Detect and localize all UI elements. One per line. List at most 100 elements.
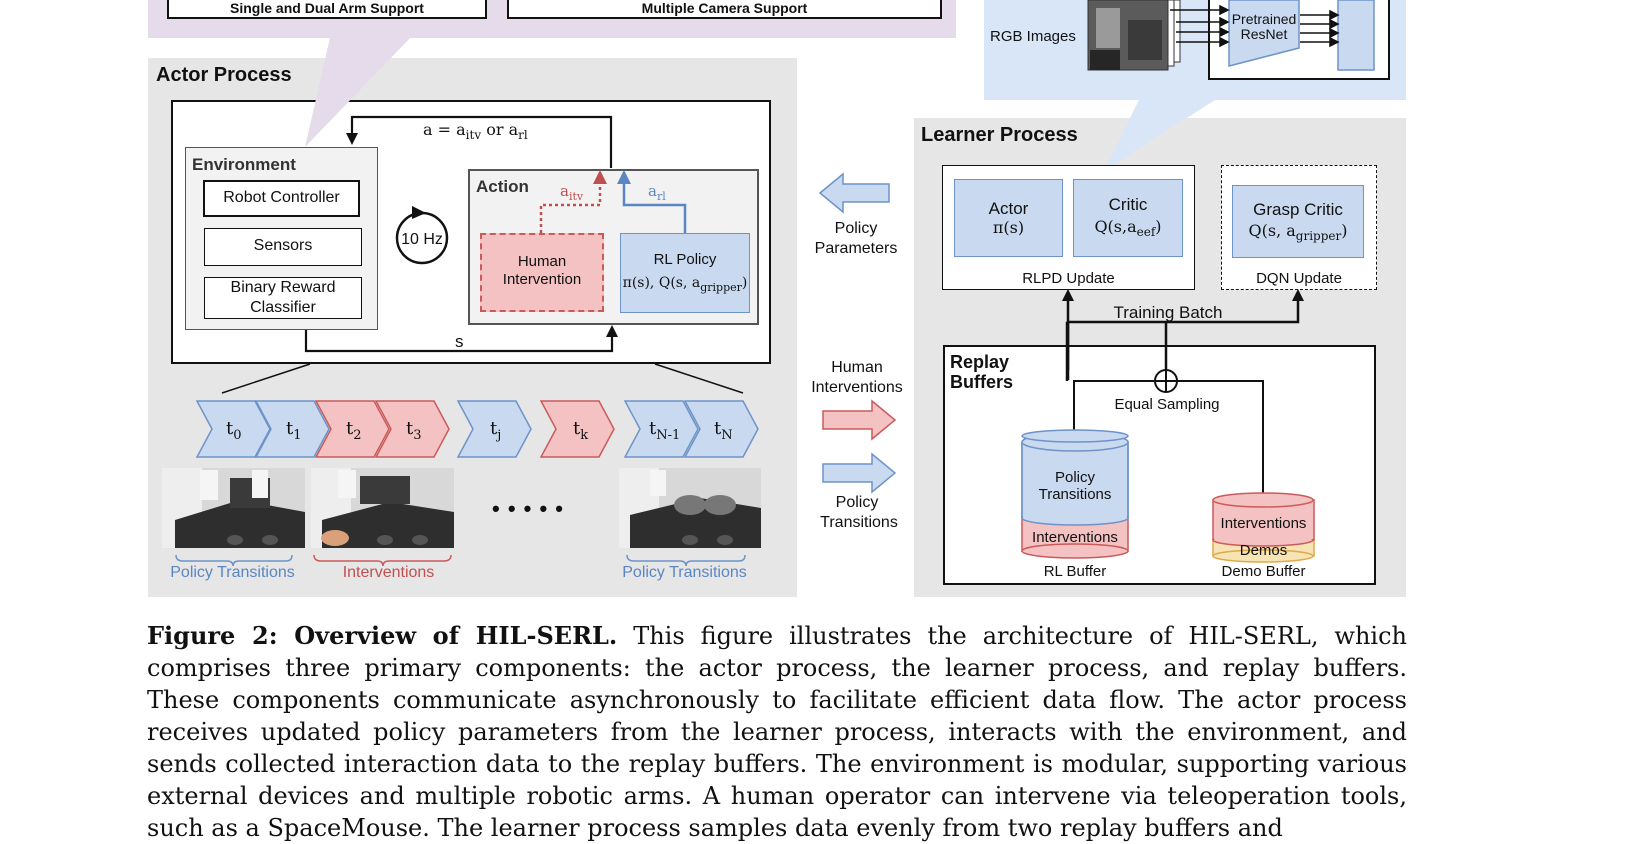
t0-sub: 0 xyxy=(233,428,242,443)
ellipsis: • • • • • xyxy=(492,496,564,521)
critic-network-box xyxy=(1073,179,1183,257)
human-interventions-line1: Human xyxy=(831,359,883,376)
state-label: s xyxy=(455,332,464,351)
critic-formula-sub: eef xyxy=(1136,225,1156,239)
reward-classifier-line1: Binary Reward xyxy=(230,279,336,296)
learner-connectors xyxy=(1021,289,1315,563)
pretrained-resnet-line2: ResNet xyxy=(1240,26,1288,42)
chevron-t0 xyxy=(195,400,271,458)
a-rl-sub: rl xyxy=(656,190,666,203)
rl-formula-main: π(s), Q(s, a xyxy=(622,275,701,291)
robot-controller-box xyxy=(203,180,360,217)
rl-formula-end: ) xyxy=(741,275,748,291)
grasp-critic-label: Grasp Critic xyxy=(1253,200,1343,219)
bracket-left xyxy=(175,554,293,567)
tk-main: t xyxy=(573,418,581,439)
environment-title: Environment xyxy=(192,155,296,174)
refresh-cycle-icon xyxy=(395,206,449,265)
rl-policy-box xyxy=(620,233,750,313)
learner-process-title: Learner Process xyxy=(921,124,1078,146)
critic-network-formula: Q(s,aeef) xyxy=(1073,217,1183,239)
caption-text: This figure illustrates the architecture… xyxy=(147,622,1407,842)
human-interventions-line2: Interventions xyxy=(811,379,903,396)
policy-transitions-line2: Transitions xyxy=(820,514,898,531)
bracket-right xyxy=(626,554,746,567)
rl-buffer-cylinder xyxy=(1021,429,1129,559)
bracket-label-middle: Interventions xyxy=(342,564,435,581)
robot-photos xyxy=(162,468,761,567)
tj-main: t xyxy=(490,418,498,439)
chevron-t1 xyxy=(254,400,330,458)
timeline-label-t1: t1 xyxy=(286,418,302,443)
grasp-formula-main: Q(s, a xyxy=(1248,221,1296,240)
rl-buffer-name: RL Buffer xyxy=(1043,563,1107,580)
t2-main: t xyxy=(346,418,354,439)
embedding-bar xyxy=(1337,0,1375,71)
critic-formula-main: Q(s,a xyxy=(1094,217,1137,236)
bracket-label-right: Policy Transitions xyxy=(622,564,747,581)
action-title: Action xyxy=(476,177,529,196)
action-formula-rl: rl xyxy=(518,128,528,142)
actor-pointer-overlay xyxy=(305,38,410,147)
policy-transitions-arrow xyxy=(822,452,897,494)
tn-main: t xyxy=(714,418,722,439)
timeline-label-t0: t0 xyxy=(226,418,242,443)
timeline-label-tj: tj xyxy=(490,418,501,443)
tn-sub: N xyxy=(721,428,733,443)
a-rl-label: arl xyxy=(648,182,666,203)
robot-photo-3 xyxy=(619,468,761,548)
chevron-t2 xyxy=(314,400,390,458)
policy-parameters-line2: Parameters xyxy=(814,240,898,257)
timeline-label-tn: tN xyxy=(714,418,733,443)
a-itv-label: aitv xyxy=(560,182,583,203)
policy-transitions-line1: Policy xyxy=(835,494,879,511)
human-interventions-arrow xyxy=(822,399,897,441)
rl-policy-formula: π(s), Q(s, agripper) xyxy=(620,275,750,294)
sensors-label: Sensors xyxy=(253,237,313,254)
actor-loop-graphics xyxy=(221,115,744,394)
reward-classifier-line2: Classifier xyxy=(250,299,316,316)
actor-network-box xyxy=(954,179,1063,257)
replay-buffers-title-line2: Buffers xyxy=(950,372,1014,392)
equal-sampling-label: Equal Sampling xyxy=(1114,396,1220,413)
t0-main: t xyxy=(226,418,234,439)
a-rl-main: a xyxy=(648,182,657,200)
human-intervention-box xyxy=(480,233,604,312)
human-action-path xyxy=(539,180,602,233)
action-feedback-arrow xyxy=(350,115,613,168)
human-intervention-line1: Human xyxy=(517,253,567,270)
timeline-label-tn-1: tN-1 xyxy=(649,418,680,443)
rl-buffer-interventions: Interventions xyxy=(1032,529,1118,546)
rgb-images-label: RGB Images xyxy=(990,28,1076,45)
middle-arrows xyxy=(818,172,897,494)
critic-formula-end: ) xyxy=(1155,217,1162,236)
timeline-label-t2: t2 xyxy=(346,418,362,443)
chevron-tn-1 xyxy=(623,400,699,458)
multiple-camera-box xyxy=(507,0,942,19)
t2-sub: 2 xyxy=(353,428,362,443)
demo-buffer-demos: Demos xyxy=(1239,542,1288,559)
sampling-branches xyxy=(1073,380,1155,432)
demo-buffer-interventions: Interventions xyxy=(1220,515,1307,532)
timeline-label-t3: t3 xyxy=(406,418,422,443)
tn-1-sub: N-1 xyxy=(656,428,681,443)
bracket-middle xyxy=(313,554,452,567)
action-formula: a = aitv or arl xyxy=(423,120,528,142)
tn-1-main: t xyxy=(649,418,657,439)
chevron-tn xyxy=(683,400,759,458)
a-itv-main: a xyxy=(560,182,569,200)
rl-action-path xyxy=(622,180,687,233)
dqn-update-label: DQN Update xyxy=(1256,270,1342,287)
single-dual-arm-box xyxy=(167,0,487,19)
training-batch-arrow-left xyxy=(1066,298,1300,324)
learner-pointer-overlay xyxy=(1103,98,1215,172)
chevron-t3 xyxy=(374,400,450,458)
t1-sub: 1 xyxy=(293,428,302,443)
chevron-tk xyxy=(539,400,615,458)
rl-formula-sub: gripper xyxy=(700,281,742,294)
rl-buffer-policy-line2: Transitions xyxy=(1038,486,1112,503)
replay-buffers-title-line1: Replay xyxy=(950,352,1010,372)
sensors-box xyxy=(204,228,362,266)
reward-classifier-box xyxy=(204,277,362,319)
human-intervention-line2: Intervention xyxy=(502,271,582,288)
